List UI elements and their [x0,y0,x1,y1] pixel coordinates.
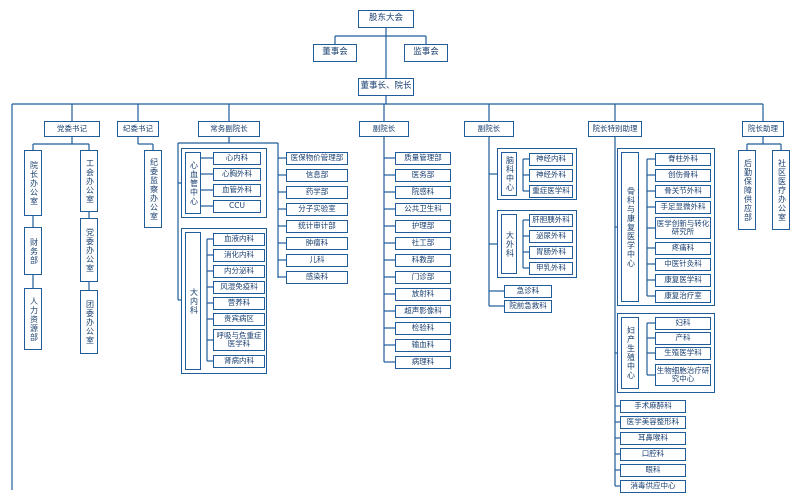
party-secretary-box: 党委书记 [44,121,100,137]
department-box: 风湿免疫科 [213,281,265,294]
cardio-group-frame [181,148,267,218]
department-box: 甲乳外科 [529,262,573,275]
department-box: 生物细胞治疗研究中心 [655,364,711,386]
department-box: 重症医学科 [529,185,573,198]
department-box: 神经外科 [529,169,573,182]
department-box: 脊柱外科 [655,153,711,166]
department-box: 贵宾病区 [213,313,265,326]
department-box: 营养科 [213,297,265,310]
chairman-box: 董事长、院长 [358,78,414,96]
department-box: 医学创新与转化研究所 [655,217,711,239]
department-box: 泌尿外科 [529,230,573,243]
department-box: 口腔科 [620,448,686,461]
surgery-group-frame [497,210,577,278]
department-box: 肝胆胰外科 [529,214,573,227]
logistics-box: 后勤保障供应部 [738,150,756,230]
president-office-box: 院长办公室 [24,150,42,216]
department-box: 产科 [655,332,711,345]
discipline-office-box: 纪委监察办公室 [144,150,162,228]
department-box: 消化内科 [213,249,265,262]
vp-a-box: 副院长 [359,121,409,137]
supervisory-box: 监事会 [404,44,448,62]
department-box: 手术麻醉科 [620,400,686,413]
department-box: 肾病内科 [213,355,265,368]
discipline-secretary-box: 纪委书记 [117,121,159,137]
department-box: 护理部 [395,220,451,233]
department-box: 门诊部 [395,271,451,284]
department-box: 儿科 [286,254,348,267]
department-box: 心内科 [213,152,261,165]
department-box: 康复医学科 [655,274,711,287]
internal-group-frame [181,228,267,374]
department-box: 分子实验室 [286,203,348,216]
department-box: 康复治疗室 [655,290,711,303]
board-box: 董事会 [313,44,357,62]
department-box: 超声影像科 [395,305,451,318]
ortho-center-box: 骨科与康复医学中心 [621,152,639,302]
department-box: 内分泌科 [213,265,265,278]
department-box: 科教部 [395,254,451,267]
shareholders-box: 股东大会 [358,10,414,28]
department-box: 眼科 [620,464,686,477]
maternal-center-box: 妇产生殖中心 [621,317,639,389]
department-box: 病理科 [395,356,451,369]
department-box: 院前急救科 [504,300,552,313]
department-box: 疼痛科 [655,242,711,255]
maternal-group-frame [617,313,715,393]
assistant-box: 院长助理 [742,121,784,137]
brain-center-box: 脑科中心 [501,152,517,196]
exec-vp-box: 常务副院长 [198,121,260,137]
department-box: 骨关节外科 [655,185,711,198]
department-box: 神经内科 [529,153,573,166]
department-box: 急诊科 [504,285,552,298]
cardio-center-box: 心血管中心 [185,152,201,214]
surgery-center-box: 大外科 [501,214,517,274]
department-box: 医保物价管理部 [286,152,348,165]
department-box: 药学部 [286,186,348,199]
department-box: 中医针灸科 [655,258,711,271]
department-box: 输血科 [395,339,451,352]
department-box: 检验科 [395,322,451,335]
department-box: 呼吸与危重症医学科 [213,329,265,351]
department-box: 手足显微外科 [655,201,711,214]
party-office-box: 党委办公室 [80,218,98,282]
youth-office-box: 团委办公室 [80,290,98,354]
department-box: 血液内科 [213,233,265,246]
department-box: 医务部 [395,169,451,182]
vp-b-box: 副院长 [464,121,514,137]
finance-box: 财务部 [24,227,42,275]
department-box: 肿瘤科 [286,237,348,250]
department-box: 创伤骨科 [655,169,711,182]
department-box: 公共卫生科 [395,203,451,216]
special-assistant-box: 院长特别助理 [588,121,642,137]
department-box: CCU [213,200,261,213]
union-office-box: 工会办公室 [80,150,98,212]
department-box: 院感科 [395,186,451,199]
community-box: 社区医疗办公室 [772,150,790,230]
department-box: 心胸外科 [213,168,261,181]
department-box: 血管外科 [213,184,261,197]
department-box: 耳鼻喉科 [620,432,686,445]
department-box: 妇科 [655,317,711,330]
hr-box: 人力资源部 [24,288,42,350]
department-box: 医学美容整形科 [620,416,686,429]
department-box: 统计审计部 [286,220,348,233]
department-box: 消毒供应中心 [620,480,686,493]
department-box: 生殖医学科 [655,347,711,360]
internal-center-box: 大内科 [185,232,201,370]
department-box: 质量管理部 [395,152,451,165]
department-box: 信息部 [286,169,348,182]
department-box: 感染科 [286,271,348,284]
department-box: 社工部 [395,237,451,250]
department-box: 放射科 [395,288,451,301]
department-box: 胃肠外科 [529,246,573,259]
ortho-group-frame [617,148,715,306]
brain-group-frame [497,148,577,200]
